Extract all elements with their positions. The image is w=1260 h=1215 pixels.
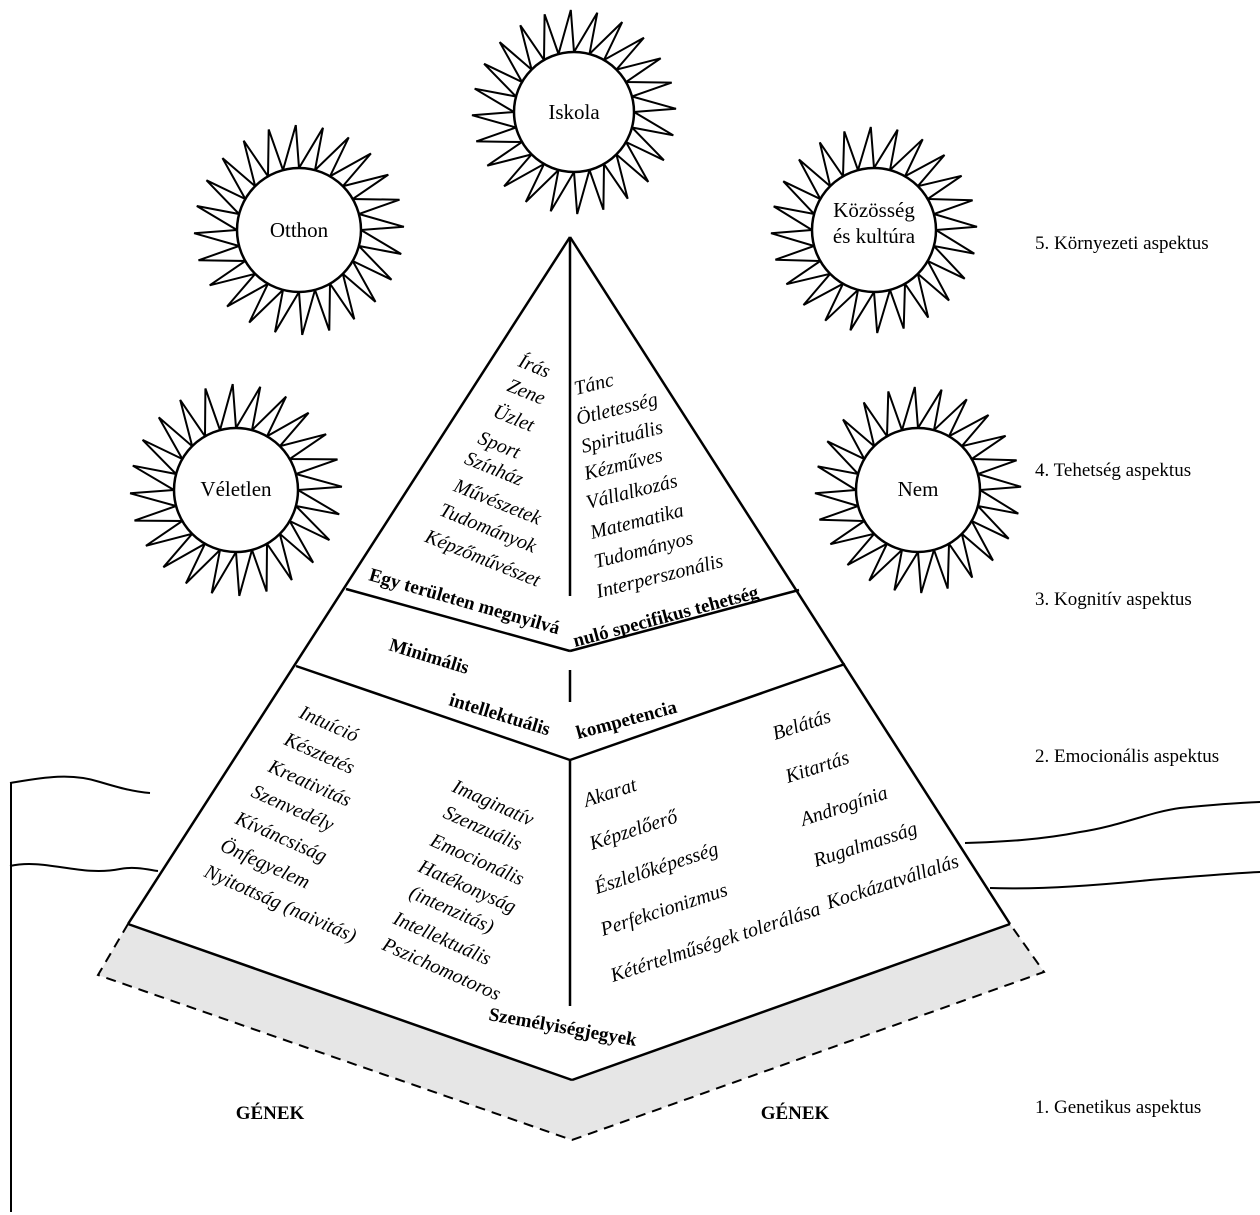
emotional-item: Akarat xyxy=(579,774,640,812)
genetic-base-outline xyxy=(96,923,1046,1142)
sun-kozosseg xyxy=(770,126,978,334)
aspect-emotional: 2. Emocionális aspektus xyxy=(1035,746,1219,767)
emotional-item: Rugalmasság xyxy=(810,818,920,873)
competence-line-3: kompetencia xyxy=(574,697,680,744)
sun-label-iskola: Iskola xyxy=(548,100,600,124)
emotional-traits-left-a: Intuíció Késztetés Kreativitás Szenvedél… xyxy=(200,701,362,947)
sun-disc xyxy=(810,166,938,294)
sun-disc xyxy=(172,426,300,554)
band1-left xyxy=(345,587,571,653)
talent-item: Tánc xyxy=(572,369,616,400)
competence-line-2: intellektuális xyxy=(447,690,553,741)
sun-label-otthon: Otthon xyxy=(270,218,329,242)
sun-label-kozosseg-1: Közösség xyxy=(833,198,915,222)
emotional-item: Belátás xyxy=(770,705,834,745)
sun-label-nem: Nem xyxy=(898,477,939,501)
band1-right xyxy=(569,588,800,653)
sun-label-veletlen: Véletlen xyxy=(200,477,272,501)
emotional-item: Androgínia xyxy=(796,782,891,831)
sun-nem xyxy=(814,386,1022,594)
genes-label-left: GÉNEK xyxy=(236,1102,305,1124)
left-wave-top xyxy=(9,775,151,794)
talent-domains-left: Írás Zene Üzlet Sport Színház Művészetek… xyxy=(421,349,554,592)
band2-left xyxy=(295,664,571,762)
pyramid-right-edge xyxy=(568,236,1012,925)
sun-iskola xyxy=(471,9,677,215)
aspect-environmental: 5. Környezeti aspektus xyxy=(1035,233,1209,254)
horizon-waves xyxy=(9,775,1260,1212)
sun-disc xyxy=(512,50,636,174)
right-wave-top xyxy=(964,801,1260,844)
aspect-talent: 4. Tehetség aspektus xyxy=(1035,460,1191,481)
competence-line-1: Minimális xyxy=(387,635,472,679)
aspect-genetic: 1. Genetikus aspektus xyxy=(1035,1097,1201,1118)
pyramid-bottom-right xyxy=(571,922,1011,1082)
sun-otthon xyxy=(193,124,405,336)
talent-domains-right: Tánc Ötletesség Spirituális Kézműves Vál… xyxy=(572,369,726,603)
band2-right xyxy=(569,662,846,762)
pyramid-bottom-left xyxy=(127,922,573,1082)
genes-label-right: GÉNEK xyxy=(761,1102,830,1124)
sun-veletlen xyxy=(129,383,343,597)
aspect-cognitive: 3. Kognitív aspektus xyxy=(1035,589,1192,610)
pyramid xyxy=(126,236,1012,1082)
sun-disc xyxy=(854,426,982,554)
emotional-item: Képzelőerő xyxy=(586,805,681,855)
right-wave-bottom xyxy=(989,871,1260,890)
emotional-traits-right-b: Belátás Kitartás Androgínia Rugalmasság … xyxy=(770,705,962,914)
sun-label-kozosseg-2: és kultúra xyxy=(833,224,916,248)
left-wave-bottom xyxy=(9,862,159,873)
sun-disc xyxy=(235,166,363,294)
emotional-item: Kitartás xyxy=(782,747,852,789)
pyramid-left-edge xyxy=(126,236,572,925)
